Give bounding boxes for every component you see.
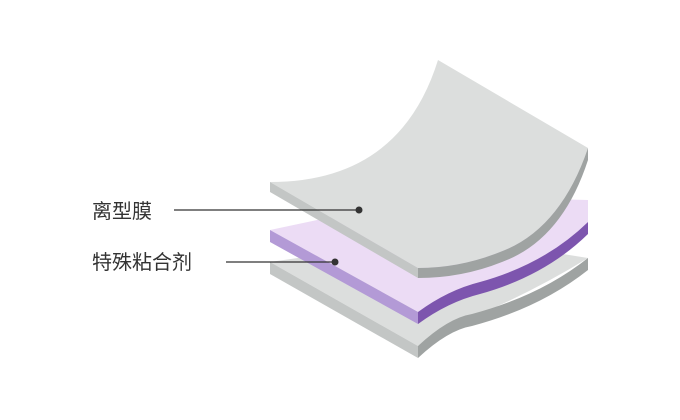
- special-adhesive-label: 特殊粘合剂: [92, 250, 192, 274]
- leader-dot-adhesive: [331, 258, 339, 266]
- bottom-film-right-edge: [418, 258, 588, 358]
- adhesive-left-edge: [270, 230, 418, 324]
- release-film-right-edge: [418, 148, 588, 278]
- leader-dot-release-film: [355, 206, 363, 214]
- callout-adhesive: [226, 258, 339, 266]
- bottom-film-left-edge: [270, 262, 418, 358]
- adhesive-right-edge: [418, 222, 588, 324]
- release-film-left-edge: [270, 182, 418, 278]
- release-film-layer: [270, 60, 588, 278]
- release-film-label: 离型膜: [92, 199, 152, 223]
- release-film-face: [270, 60, 588, 268]
- callout-release-film: [174, 206, 363, 214]
